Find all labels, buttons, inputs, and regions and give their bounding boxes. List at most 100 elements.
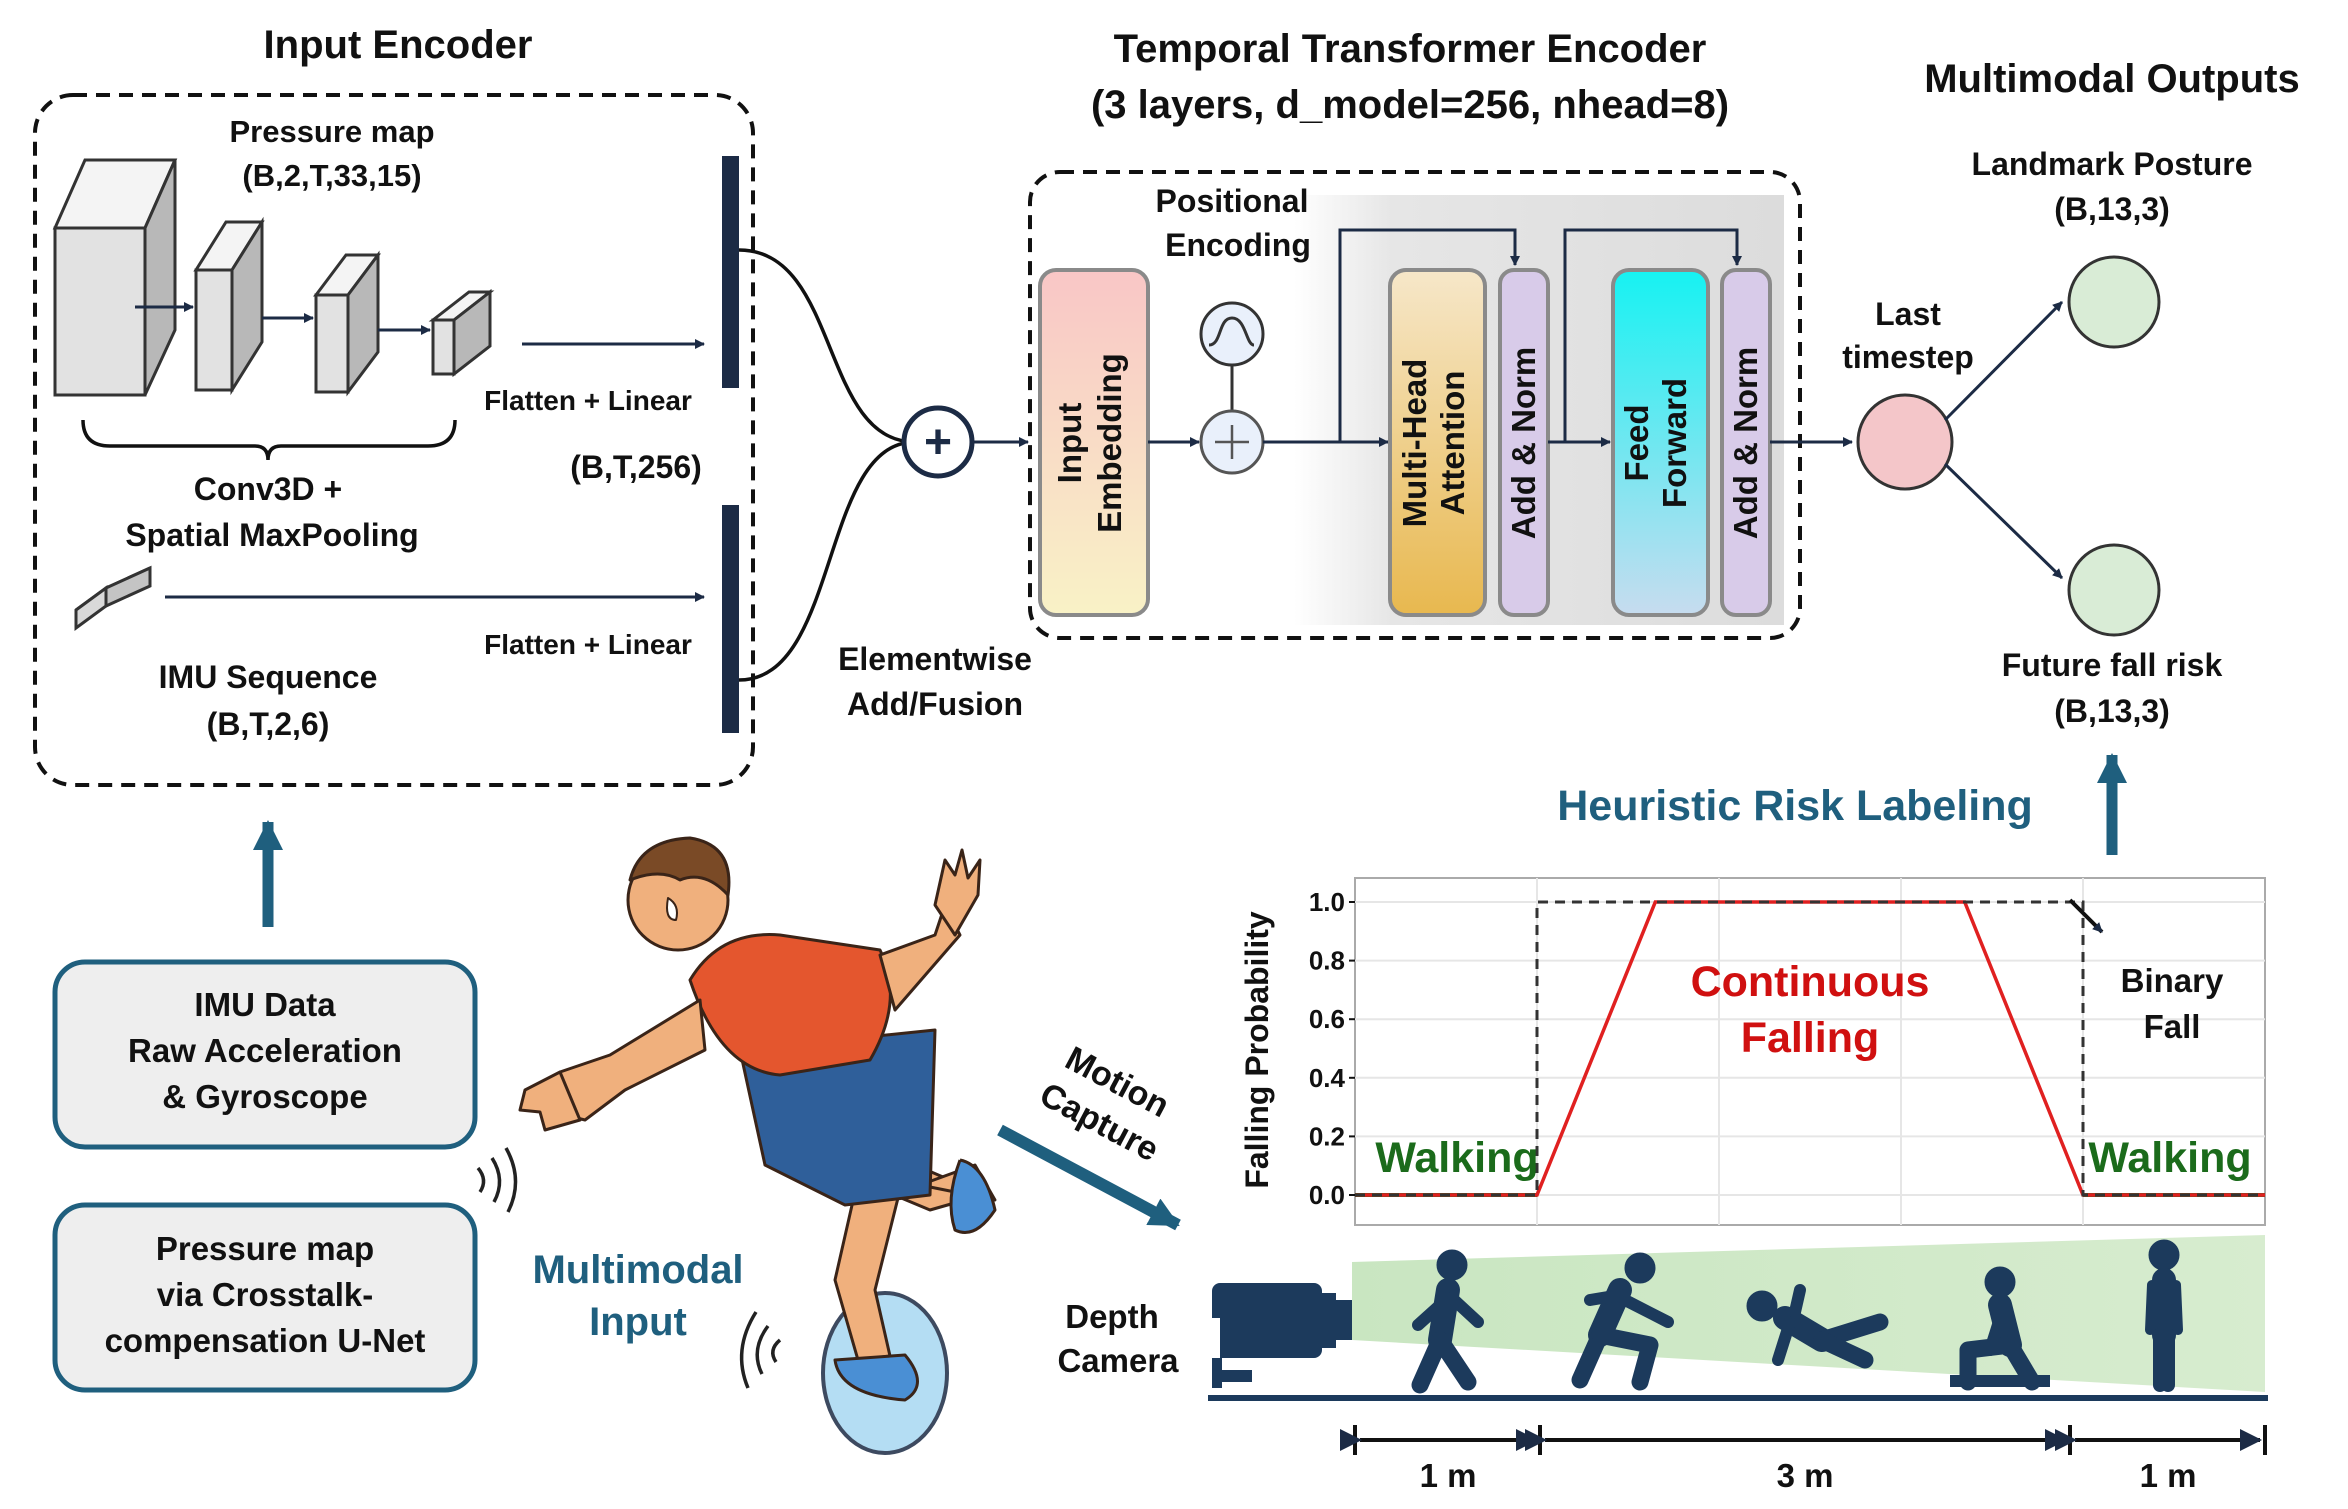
conv-label-2: Spatial MaxPooling — [125, 517, 418, 553]
conv3d-blocks — [52, 158, 495, 397]
distance-markers — [1340, 1425, 2267, 1455]
pictogram-walking — [1411, 1249, 1484, 1394]
input-embedding-label-2: Embedding — [1091, 353, 1128, 533]
pictogram-kneeling — [1950, 1266, 2050, 1391]
transformer-box — [1028, 170, 1802, 640]
walking-label-left: Walking — [1375, 1134, 1538, 1182]
residual-path-2 — [1563, 228, 1742, 442]
conv-block-1 — [52, 158, 178, 397]
pressure-box-line-2: via Crosstalk- — [157, 1276, 373, 1313]
feed-forward-block — [1611, 268, 1710, 617]
imu-box-line-3: & Gyroscope — [162, 1078, 367, 1115]
signal-waves-lower — [739, 1311, 782, 1389]
conv-label-1: Conv3D + — [194, 471, 342, 507]
chart-series — [1355, 900, 2265, 1197]
chart-y-ticks: 0.0 0.2 0.4 0.6 0.8 1.0 — [1309, 887, 1355, 1210]
imu-slab — [74, 565, 152, 631]
camera-field-of-view — [1352, 1235, 2265, 1392]
continuous-falling-label-2: Falling — [1741, 1014, 1880, 1062]
heuristic-risk-label: Heuristic Risk Labeling — [1557, 782, 2033, 830]
pressure-data-box — [52, 1202, 478, 1393]
chart-y-tick-label: 0.8 — [1309, 946, 1345, 976]
landmark-posture-label: Landmark Posture — [1972, 146, 2253, 182]
outputs-title: Multimodal Outputs — [1924, 57, 2300, 101]
feature-bar-top — [722, 156, 739, 388]
imu-shape-label: (B,T,2,6) — [207, 706, 330, 742]
input-embedding-label-1: Input — [1051, 403, 1088, 484]
conv-block-4 — [428, 288, 495, 378]
depth-camera-icon — [1212, 1283, 1352, 1388]
feature-bar-bottom — [722, 505, 739, 733]
positional-encoding-label-2: Encoding — [1165, 227, 1311, 263]
falling-probability-chart: Falling Probability 0.0 0.2 0.4 0.6 0.8 1.0 W… — [1239, 877, 2266, 1226]
binary-fall-line — [1355, 900, 2265, 1197]
fusion-label-1: Elementwise — [838, 641, 1032, 677]
conv-brace — [81, 419, 457, 461]
distance-label-1: 1 m — [1420, 1457, 1477, 1494]
depth-camera-label-1: Depth — [1065, 1298, 1159, 1335]
last-timestep-label-2: timestep — [1842, 339, 1974, 375]
pictogram-falling — [1746, 1284, 1889, 1369]
residual-path-1 — [1338, 228, 1520, 442]
imu-box-line-2: Raw Acceleration — [128, 1032, 402, 1069]
positional-add-node — [1199, 409, 1265, 475]
depth-camera-label-2: Camera — [1057, 1342, 1179, 1379]
mha-label-1: Multi-Head — [1396, 359, 1433, 528]
add-norm-label-1: Add & Norm — [1505, 347, 1542, 540]
multi-head-attention-block — [1388, 268, 1487, 617]
motion-capture-arrow — [997, 1124, 1181, 1231]
last-timestep-node — [1856, 393, 1954, 491]
fusion-add-symbol: + — [924, 416, 952, 469]
last-timestep-label-1: Last — [1875, 296, 1941, 332]
landmark-shape-label: (B,13,3) — [2054, 191, 2170, 227]
fall-shape-label: (B,13,3) — [2054, 693, 2170, 729]
pressure-map-label: Pressure map — [229, 114, 434, 149]
pictogram-standing — [2145, 1239, 2183, 1392]
chart-y-tick-label: 0.2 — [1309, 1121, 1345, 1151]
ff-label-1: Feed — [1618, 404, 1655, 481]
fall-risk-output-node — [2067, 543, 2161, 637]
binary-fall-pointer — [2068, 898, 2104, 934]
signal-waves-upper — [476, 1147, 518, 1213]
positional-encoding-label-1: Positional — [1156, 183, 1309, 219]
fall-risk-label: Future fall risk — [2002, 647, 2223, 683]
chart-y-label: Falling Probability — [1239, 911, 1275, 1189]
flatten-linear-bottom: Flatten + Linear — [484, 629, 692, 660]
chart-plot-area — [1354, 877, 2266, 1226]
distance-label-3: 1 m — [2140, 1457, 2197, 1494]
continuous-falling-label-1: Continuous — [1691, 958, 1930, 1006]
multimodal-input-label-2: Input — [589, 1300, 687, 1344]
landmark-output-node — [2067, 255, 2161, 349]
imu-box-line-1: IMU Data — [194, 986, 336, 1023]
fusion-curves — [738, 248, 916, 682]
ff-label-2: Forward — [1656, 378, 1693, 508]
binary-fall-label-2: Fall — [2144, 1008, 2201, 1045]
mha-label-2: Attention — [1434, 371, 1471, 516]
multimodal-input-label-1: Multimodal — [532, 1248, 743, 1292]
ground-line — [1208, 1395, 2268, 1401]
flatten-linear-top: Flatten + Linear — [484, 385, 692, 416]
transformer-title-1: Temporal Transformer Encoder — [1114, 27, 1707, 71]
transformer-title-2: (3 layers, d_model=256, nhead=8) — [1091, 83, 1729, 127]
imu-sequence-label: IMU Sequence — [159, 659, 378, 695]
fusion-add-node: + — [901, 405, 975, 479]
fusion-label-2: Add/Fusion — [847, 686, 1023, 722]
conv-block-2 — [193, 216, 265, 396]
pressure-box-line-3: compensation U-Net — [105, 1322, 426, 1359]
pictogram-stumbling — [1571, 1252, 1674, 1391]
conv-block-3 — [313, 250, 381, 397]
positional-encoding-icon — [1199, 301, 1265, 367]
chart-y-tick-label: 0.6 — [1309, 1004, 1345, 1034]
walking-label-right: Walking — [2088, 1134, 2251, 1182]
distance-label-2: 3 m — [1777, 1457, 1834, 1494]
chart-y-tick-label: 0.0 — [1309, 1180, 1345, 1210]
pressure-box-line-1: Pressure map — [156, 1230, 374, 1267]
pressure-shape-label: (B,2,T,33,15) — [242, 158, 421, 193]
input-encoder-title: Input Encoder — [264, 23, 533, 67]
add-norm-label-2: Add & Norm — [1727, 347, 1764, 540]
chart-y-tick-label: 0.4 — [1309, 1063, 1346, 1093]
imu-data-box — [52, 959, 478, 1150]
chart-y-tick-label: 1.0 — [1309, 887, 1345, 917]
